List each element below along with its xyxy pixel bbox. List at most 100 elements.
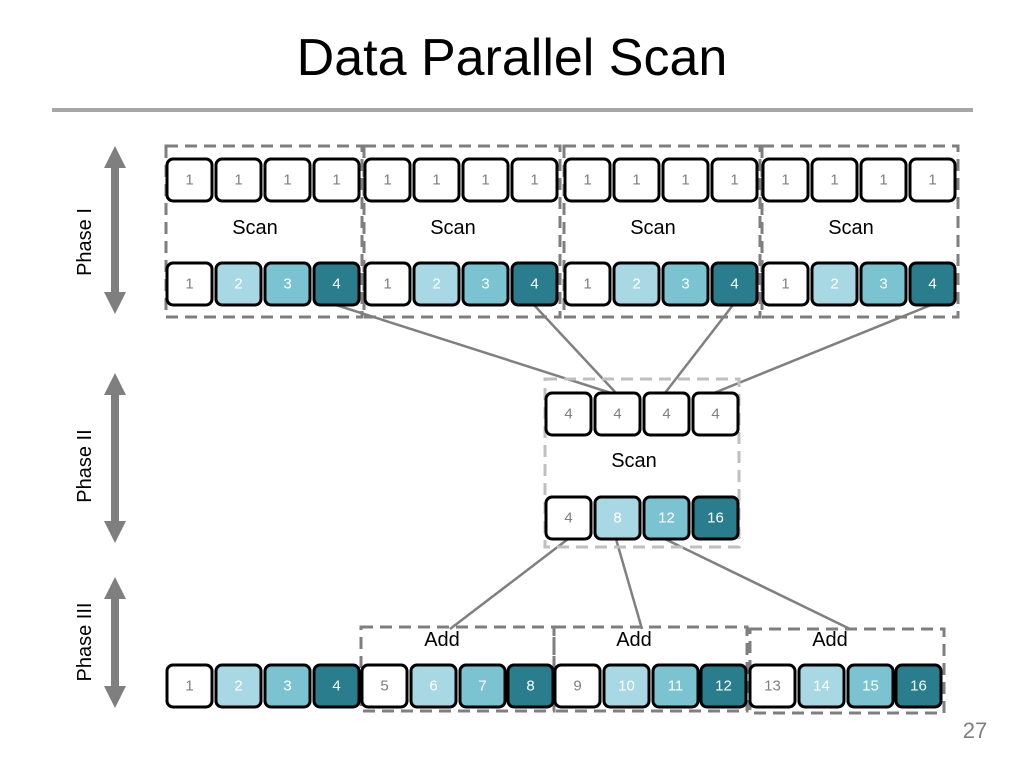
connector-line [614, 538, 644, 630]
value-cell [859, 157, 908, 203]
value-cell [506, 663, 555, 709]
cell-value: 1 [283, 172, 291, 189]
cell-value: 1 [730, 172, 738, 189]
value-cell [544, 495, 593, 541]
value-cell [593, 391, 642, 437]
value-cell [761, 261, 810, 307]
cell-value: 3 [481, 276, 489, 293]
cell-value: 1 [781, 276, 789, 293]
cell-value: 1 [185, 276, 193, 293]
cell-value: 8 [526, 678, 534, 695]
cell-value: 13 [764, 678, 781, 695]
cell-value: 4 [332, 276, 340, 293]
cell-value: 12 [658, 510, 675, 527]
value-cell [412, 261, 461, 307]
value-cell [363, 157, 412, 203]
connector-line [449, 538, 569, 630]
arrow-down-head [104, 686, 126, 708]
title-divider [52, 108, 973, 112]
value-cell [761, 157, 810, 203]
cell-value: 12 [715, 678, 732, 695]
value-cells [165, 157, 957, 709]
cell-value: 3 [283, 678, 291, 695]
value-cell [908, 157, 957, 203]
value-cell [312, 261, 361, 307]
value-cell [214, 261, 263, 307]
arrow-up-head [104, 373, 126, 395]
cell-value: 1 [583, 276, 591, 293]
cell-value: 1 [681, 172, 689, 189]
value-cell [263, 261, 312, 307]
value-cell [363, 261, 412, 307]
value-cell [461, 261, 510, 307]
value-cell [846, 663, 895, 709]
cell-value: 1 [928, 172, 936, 189]
value-cell [563, 261, 612, 307]
value-cell [651, 663, 700, 709]
cell-value: 1 [481, 172, 489, 189]
value-cell [312, 157, 361, 203]
value-cell [553, 663, 602, 709]
dashed-groups [164, 144, 960, 715]
cell-value: 4 [332, 678, 340, 695]
cell-value: 2 [830, 276, 838, 293]
value-cell [165, 663, 214, 709]
arrow-down-head [104, 521, 126, 543]
cell-value: 1 [879, 172, 887, 189]
cell-value: 1 [234, 172, 242, 189]
scan-label: Scan [232, 217, 278, 239]
cell-value: 1 [185, 172, 193, 189]
cell-value: 1 [781, 172, 789, 189]
value-cell [710, 157, 759, 203]
cell-value: 4 [730, 276, 738, 293]
value-cell [214, 663, 263, 709]
value-cell [691, 391, 740, 437]
phase-arrows [104, 146, 126, 708]
connector-line [713, 303, 932, 395]
add-label: Add [616, 629, 652, 651]
value-cell [908, 261, 957, 307]
cell-value: 4 [564, 406, 572, 423]
scan-label: Scan [430, 217, 476, 239]
scan-label: Scan [611, 450, 657, 472]
cell-value: 8 [613, 510, 621, 527]
value-cell [165, 157, 214, 203]
value-cell [510, 157, 559, 203]
cell-value: 2 [632, 276, 640, 293]
value-cell [593, 495, 642, 541]
cell-value: 4 [711, 406, 719, 423]
cell-value: 16 [910, 678, 927, 695]
cell-value: 6 [429, 678, 437, 695]
cell-value: 7 [478, 678, 486, 695]
value-cell [797, 663, 846, 709]
cell-value: 2 [234, 678, 242, 695]
value-cell [642, 495, 691, 541]
cell-value: 4 [564, 510, 572, 527]
value-cell [710, 261, 759, 307]
phase-label: Phase III [74, 603, 96, 682]
cell-value: 10 [618, 678, 635, 695]
scan-group-box [562, 144, 762, 319]
value-cell [699, 663, 748, 709]
value-cell [661, 261, 710, 307]
page-number: 27 [962, 718, 988, 743]
arrow-down-head [104, 292, 126, 314]
slide-title: Data Parallel Scan [296, 29, 728, 87]
value-cell [642, 391, 691, 437]
scan-group-box [362, 144, 562, 319]
value-cell [409, 663, 458, 709]
value-cell [810, 157, 859, 203]
value-cell [214, 157, 263, 203]
connector-line [664, 537, 851, 631]
arrow-up-head [104, 577, 126, 599]
cell-value: 4 [928, 276, 936, 293]
value-cell [165, 261, 214, 307]
value-cell [263, 157, 312, 203]
cell-value: 14 [813, 678, 830, 695]
scan-label: Scan [828, 217, 874, 239]
add-label: Add [812, 629, 848, 651]
value-cell [360, 663, 409, 709]
cell-value: 1 [432, 172, 440, 189]
